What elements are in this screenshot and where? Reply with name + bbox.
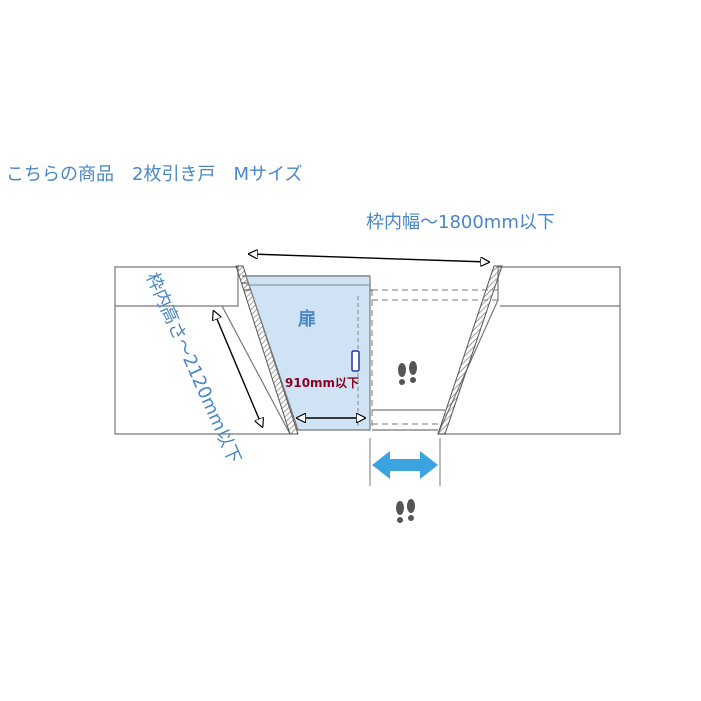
door-label: 扉: [298, 308, 316, 330]
door-panel: [245, 275, 371, 431]
door-handle: [351, 350, 360, 372]
width-label: 枠内幅～1800mm以下: [366, 212, 555, 233]
left-jamb: [235, 265, 299, 435]
width-dimension-arrow: [250, 254, 488, 262]
height-dimension-arrow: [214, 312, 262, 426]
opening-width-arrow: [369, 438, 441, 486]
footprints-icon: [398, 361, 417, 385]
right-jamb: [437, 265, 503, 435]
footprints-icon: [396, 499, 415, 523]
product-title: こちらの商品 2枚引き戸 Mサイズ: [6, 164, 303, 185]
right-wall: [437, 266, 621, 435]
door-width-label: 910mm以下: [285, 376, 359, 390]
